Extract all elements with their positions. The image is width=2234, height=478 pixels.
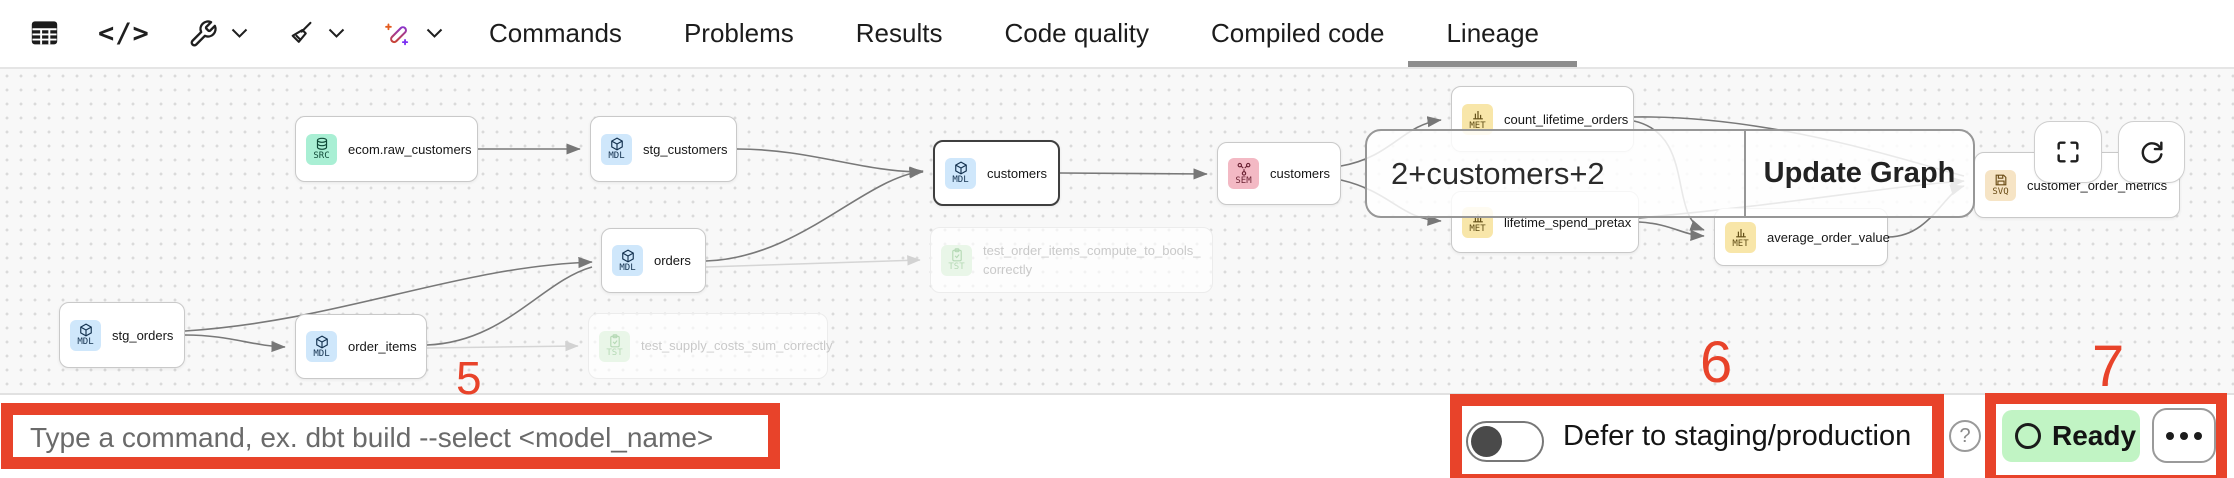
tab-results[interactable]: Results bbox=[855, 18, 943, 48]
node-label: stg_orders bbox=[112, 327, 174, 343]
node-label: count_lifetime_orders bbox=[1504, 111, 1629, 127]
node-label: ecom.raw_customers bbox=[348, 141, 472, 157]
node-label: customers bbox=[987, 165, 1047, 181]
tab-lineage[interactable]: Lineage bbox=[1408, 0, 1577, 67]
node-label: orders bbox=[654, 253, 691, 268]
defer-toggle[interactable] bbox=[1466, 421, 1544, 462]
fullscreen-button[interactable] bbox=[2034, 121, 2102, 183]
status-circle-icon bbox=[2015, 423, 2041, 449]
database-icon bbox=[316, 137, 327, 150]
cube-icon bbox=[621, 248, 634, 263]
node-label: test_supply_costs_sum_correctly bbox=[641, 338, 833, 354]
cube-icon bbox=[79, 323, 92, 337]
node-label: test_order_items_compute_to_bools_correc… bbox=[983, 242, 1201, 278]
lint-dropdown[interactable] bbox=[328, 28, 345, 39]
editor-toolbar: </> bbox=[29, 0, 443, 67]
chevron-down-icon bbox=[426, 28, 442, 38]
test-badge: TST bbox=[941, 244, 972, 276]
more-options-button[interactable] bbox=[2152, 408, 2216, 463]
lineage-selector-input[interactable]: 2+customers+2 bbox=[1391, 155, 1605, 191]
lineage-node-test[interactable]: TST test_supply_costs_sum_correctly bbox=[588, 313, 832, 379]
node-label: average_order_value bbox=[1767, 229, 1890, 245]
lineage-node-model-selected[interactable]: MDL customers bbox=[933, 140, 1060, 206]
node-label: stg_customers bbox=[643, 141, 728, 157]
lineage-node-test[interactable]: TST test_order_items_compute_to_bools_co… bbox=[930, 227, 1213, 293]
tab-commands[interactable]: Commands bbox=[489, 18, 622, 48]
magic-wand-icon bbox=[384, 23, 408, 45]
more-icon bbox=[2166, 431, 2174, 440]
refresh-graph-button[interactable] bbox=[2118, 121, 2185, 183]
wrench-icon bbox=[190, 19, 217, 46]
status-badge[interactable]: Ready bbox=[2002, 410, 2140, 462]
model-badge: MDL bbox=[601, 133, 632, 165]
tab-compiled-code[interactable]: Compiled code bbox=[1211, 18, 1385, 48]
node-label: lifetime_spend_pretax bbox=[1504, 214, 1632, 230]
lineage-node-semantic[interactable]: SEM customers bbox=[1217, 142, 1341, 205]
toggle-knob bbox=[1471, 425, 1502, 457]
model-badge: MDL bbox=[306, 331, 337, 362]
ai-assist-button[interactable] bbox=[383, 21, 413, 47]
table-icon bbox=[31, 21, 58, 45]
saved-query-badge: SVQ bbox=[1985, 169, 2016, 201]
clipboard-check-icon bbox=[609, 334, 620, 348]
lineage-node-source[interactable]: SRC ecom.raw_customers bbox=[295, 116, 478, 182]
lint-button[interactable] bbox=[286, 20, 315, 48]
lineage-node-model[interactable]: MDL stg_customers bbox=[590, 116, 737, 182]
test-badge: TST bbox=[599, 330, 630, 362]
tab-problems[interactable]: Problems bbox=[683, 18, 794, 48]
update-graph-button[interactable]: Update Graph bbox=[1744, 131, 1973, 216]
semantic-badge: SEM bbox=[1228, 158, 1259, 189]
model-badge: MDL bbox=[70, 319, 101, 351]
clipboard-check-icon bbox=[951, 248, 962, 262]
cube-icon bbox=[610, 137, 623, 151]
code-view-button[interactable]: </> bbox=[98, 18, 150, 49]
semantic-model-icon bbox=[1237, 162, 1250, 176]
lineage-graph-canvas[interactable]: SRC ecom.raw_customers MDL stg_customers… bbox=[0, 69, 2234, 393]
command-input[interactable] bbox=[28, 419, 722, 457]
node-label: order_items bbox=[348, 339, 417, 354]
help-icon[interactable]: ? bbox=[1949, 420, 1981, 452]
table-preview-button[interactable] bbox=[29, 19, 60, 48]
lineage-selector-overlay: 2+customers+2 Update Graph bbox=[1365, 129, 1975, 218]
defer-toggle-label: Defer to staging/production bbox=[1563, 420, 1912, 452]
panel-tabs: Commands Problems Results Code quality C… bbox=[489, 0, 1577, 67]
chevron-down-icon bbox=[231, 28, 247, 38]
source-badge: SRC bbox=[306, 133, 337, 165]
header-bar: </> bbox=[0, 0, 2234, 69]
model-badge: MDL bbox=[945, 157, 976, 189]
metric-badge: MET bbox=[1725, 221, 1756, 253]
code-icon: </> bbox=[98, 18, 150, 49]
cube-icon bbox=[954, 161, 967, 175]
lineage-node-model[interactable]: MDL stg_orders bbox=[59, 302, 185, 368]
lineage-node-model[interactable]: MDL orders bbox=[601, 228, 706, 293]
chevron-down-icon bbox=[328, 28, 344, 38]
broom-icon bbox=[291, 21, 312, 43]
tab-code-quality[interactable]: Code quality bbox=[1004, 18, 1150, 48]
lineage-node-model[interactable]: MDL order_items bbox=[295, 314, 427, 379]
build-tools-dropdown[interactable] bbox=[231, 28, 248, 39]
build-tools-button[interactable] bbox=[188, 19, 218, 49]
ai-assist-dropdown[interactable] bbox=[426, 28, 443, 39]
refresh-icon bbox=[2141, 141, 2163, 164]
status-label: Ready bbox=[2052, 420, 2137, 451]
floppy-disk-icon bbox=[1995, 174, 2006, 186]
fullscreen-icon bbox=[2057, 141, 2079, 163]
node-label: customers bbox=[1270, 166, 1330, 181]
bar-chart-icon bbox=[1735, 228, 1746, 238]
cube-icon bbox=[315, 334, 328, 349]
model-badge: MDL bbox=[612, 245, 643, 276]
bar-chart-icon bbox=[1472, 110, 1483, 120]
